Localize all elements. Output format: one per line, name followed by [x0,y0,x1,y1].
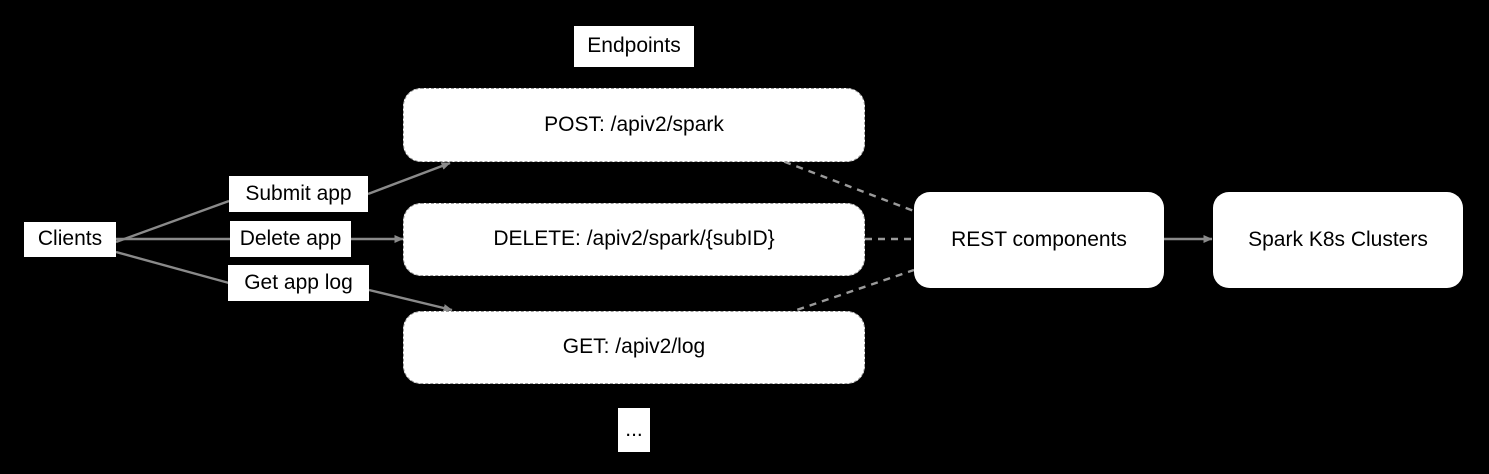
node-clients[interactable]: Clients [24,222,116,257]
endpoint-get-log-label: GET: /apiv2/log [562,335,706,359]
endpoints-title-label: Endpoints [587,34,681,58]
edge-label-submit-app: Submit app [229,176,368,212]
endpoint-post-spark-label: POST: /apiv2/spark [544,112,724,136]
endpoints-title-box: Endpoints [574,26,694,67]
more-endpoints-label: ... [625,417,643,441]
more-endpoints-box: ... [618,408,650,452]
endpoint-post-spark[interactable]: POST: /apiv2/spark [403,88,865,162]
edge-label-delete-app-text: Delete app [239,226,342,250]
endpoint-get-log[interactable]: GET: /apiv2/log [403,311,865,384]
node-rest-components[interactable]: REST components [914,192,1164,288]
connector-get-to-rest [784,268,915,316]
node-spark-k8s-clusters-label: Spark K8s Clusters [1248,227,1428,251]
edge-label-submit-app-text: Submit app [245,181,352,205]
endpoint-delete-spark[interactable]: DELETE: /apiv2/spark/{subID} [403,203,865,276]
endpoint-delete-spark-label: DELETE: /apiv2/spark/{subID} [493,227,775,251]
connector-getlog-to-get-endpoint [368,288,453,312]
connector-clients-to-submit [115,199,230,244]
connector-submit-to-post [367,161,451,196]
edge-label-get-app-log-text: Get app log [244,270,353,294]
edge-label-delete-app: Delete app [230,221,351,257]
node-clients-label: Clients [37,227,103,251]
node-spark-k8s-clusters[interactable]: Spark K8s Clusters [1213,192,1463,288]
node-rest-components-label: REST components [951,227,1127,251]
connector-clients-to-getlog [115,250,230,285]
edge-label-get-app-log: Get app log [228,265,369,301]
